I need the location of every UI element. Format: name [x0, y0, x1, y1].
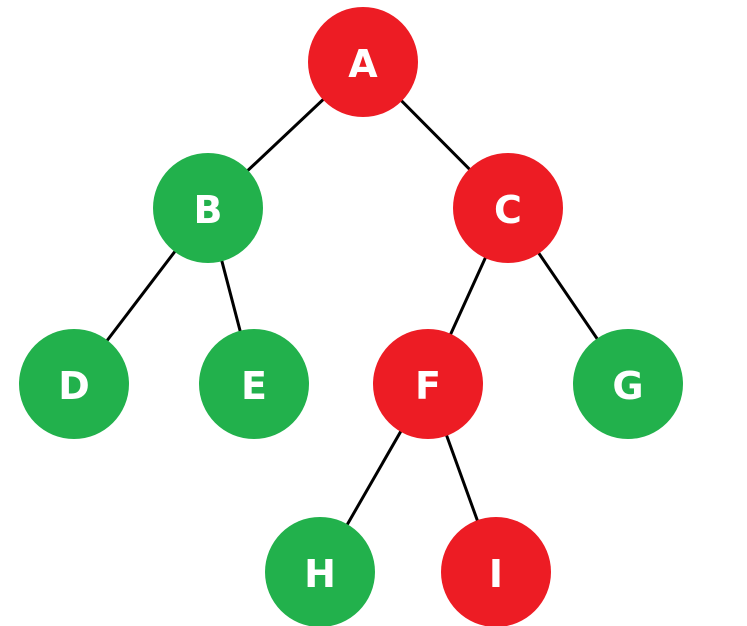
- node-label-f: F: [415, 364, 441, 408]
- node-circle-g: [573, 329, 683, 439]
- node-label-g: G: [612, 364, 643, 408]
- node-circle-b: [153, 153, 263, 263]
- node-circle-i: [441, 517, 551, 626]
- node-circle-e: [199, 329, 309, 439]
- node-label-d: D: [58, 364, 90, 408]
- node-label-c: C: [494, 188, 522, 232]
- node-label-b: B: [194, 188, 223, 232]
- tree-node-e: E: [199, 329, 309, 439]
- node-circle-d: [19, 329, 129, 439]
- tree-node-f: F: [373, 329, 483, 439]
- tree-node-h: H: [265, 517, 375, 626]
- node-circle-h: [265, 517, 375, 626]
- node-circle-f: [373, 329, 483, 439]
- tree-node-a: A: [308, 7, 418, 117]
- tree-node-d: D: [19, 329, 129, 439]
- node-label-h: H: [304, 552, 336, 596]
- tree-node-g: G: [573, 329, 683, 439]
- nodes-layer: A B C D E F G H I: [19, 7, 683, 626]
- node-circle-c: [453, 153, 563, 263]
- node-label-e: E: [241, 364, 267, 408]
- tree-node-c: C: [453, 153, 563, 263]
- node-label-i: I: [489, 552, 503, 596]
- tree-node-i: I: [441, 517, 551, 626]
- node-label-a: A: [348, 42, 378, 86]
- node-circle-a: [308, 7, 418, 117]
- tree-node-b: B: [153, 153, 263, 263]
- edges-layer: [72, 60, 630, 574]
